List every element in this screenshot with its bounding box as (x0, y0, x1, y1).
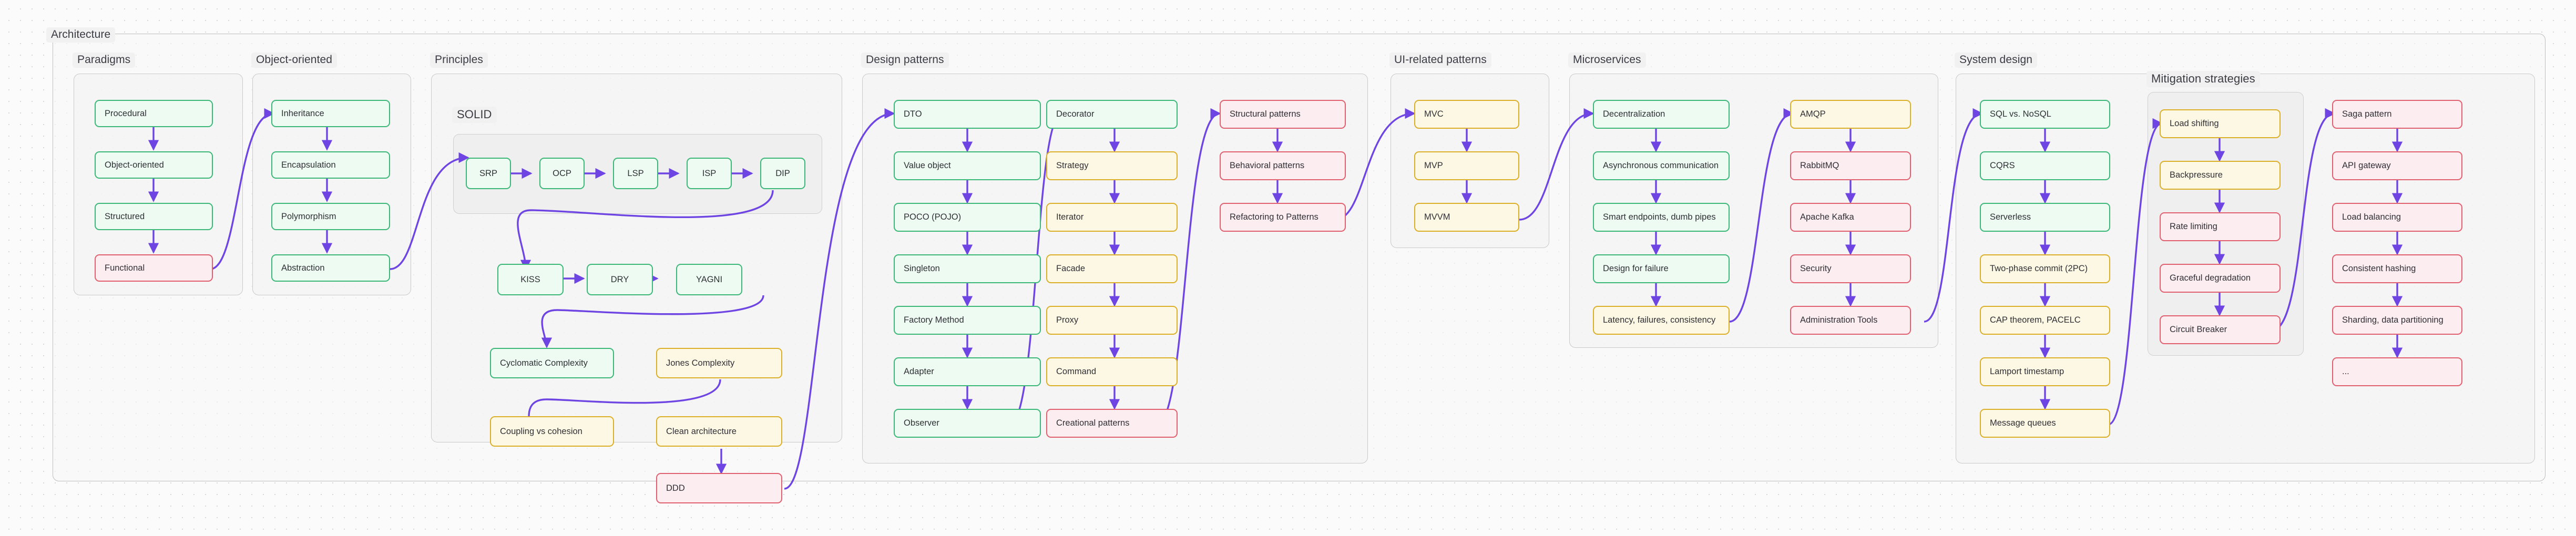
group-label-object-oriented: Object-oriented (251, 53, 338, 68)
node-adapter[interactable]: Adapter (894, 357, 1041, 386)
node-functional[interactable]: Functional (95, 254, 213, 282)
node-decorator[interactable]: Decorator (1046, 100, 1178, 129)
node-load-balancing[interactable]: Load balancing (2332, 203, 2462, 232)
node-security[interactable]: Security (1790, 254, 1911, 283)
node-coupling-vs-cohesion[interactable]: Coupling vs cohesion (490, 416, 614, 447)
node-message-queues[interactable]: Message queues (1980, 409, 2110, 438)
node-mvc[interactable]: MVC (1414, 100, 1519, 129)
node-serverless[interactable]: Serverless (1980, 203, 2110, 232)
node-ddd[interactable]: DDD (656, 473, 782, 503)
node-sharding-data-partitioning[interactable]: Sharding, data partitioning (2332, 306, 2462, 335)
node-load-shifting[interactable]: Load shifting (2160, 109, 2281, 138)
group-label-paradigms: Paradigms (73, 53, 136, 68)
node-singleton[interactable]: Singleton (894, 254, 1041, 283)
node-creational-patterns[interactable]: Creational patterns (1046, 409, 1178, 438)
node-dip[interactable]: DIP (760, 158, 805, 189)
group-label-mitigation-strategies: Mitigation strategies (2146, 71, 2260, 87)
node-refactoring-to-patterns[interactable]: Refactoring to Patterns (1220, 203, 1346, 232)
node-apache-kafka[interactable]: Apache Kafka (1790, 203, 1911, 232)
group-principles (431, 74, 842, 442)
node-clean-architecture[interactable]: Clean architecture (656, 416, 782, 447)
node-design-for-failure[interactable]: Design for failure (1593, 254, 1730, 283)
node-proxy[interactable]: Proxy (1046, 306, 1178, 335)
node-ellipsis[interactable]: ... (2332, 357, 2462, 386)
node-mvvm[interactable]: MVVM (1414, 203, 1519, 232)
node-dto[interactable]: DTO (894, 100, 1041, 129)
node-cap-theorem-pacelc[interactable]: CAP theorem, PACELC (1980, 306, 2110, 335)
node-iterator[interactable]: Iterator (1046, 203, 1178, 232)
group-label-microservices: Microservices (1568, 53, 1646, 68)
node-mvp[interactable]: MVP (1414, 151, 1519, 180)
node-strategy[interactable]: Strategy (1046, 151, 1178, 180)
node-value-object[interactable]: Value object (894, 151, 1041, 180)
node-rabbitmq[interactable]: RabbitMQ (1790, 151, 1911, 180)
node-jones-complexity[interactable]: Jones Complexity (656, 348, 782, 378)
node-srp[interactable]: SRP (466, 158, 511, 189)
node-consistent-hashing[interactable]: Consistent hashing (2332, 254, 2462, 283)
node-behavioral-patterns[interactable]: Behavioral patterns (1220, 151, 1346, 180)
node-isp[interactable]: ISP (687, 158, 732, 189)
node-lamport-timestamp[interactable]: Lamport timestamp (1980, 357, 2110, 386)
group-label-ui-related-patterns: UI-related patterns (1389, 53, 1491, 68)
node-encapsulation[interactable]: Encapsulation (271, 151, 390, 179)
node-polymorphism[interactable]: Polymorphism (271, 203, 390, 230)
node-latency-failures-consistency[interactable]: Latency, failures, consistency (1593, 306, 1730, 335)
node-observer[interactable]: Observer (894, 409, 1041, 438)
node-asynchronous-communication[interactable]: Asynchronous communication (1593, 151, 1730, 180)
node-structured[interactable]: Structured (95, 203, 213, 230)
node-cqrs[interactable]: CQRS (1980, 151, 2110, 180)
node-cyclomatic-complexity[interactable]: Cyclomatic Complexity (490, 348, 614, 378)
node-saga-pattern[interactable]: Saga pattern (2332, 100, 2462, 129)
node-ocp[interactable]: OCP (539, 158, 585, 189)
node-rate-limiting[interactable]: Rate limiting (2160, 212, 2281, 241)
group-label-design-patterns: Design patterns (861, 53, 949, 68)
node-factory-method[interactable]: Factory Method (894, 306, 1041, 335)
node-yagni[interactable]: YAGNI (676, 264, 742, 295)
node-object-oriented[interactable]: Object-oriented (95, 151, 213, 179)
node-amqp[interactable]: AMQP (1790, 100, 1911, 129)
node-structural-patterns[interactable]: Structural patterns (1220, 100, 1346, 129)
node-administration-tools[interactable]: Administration Tools (1790, 306, 1911, 335)
node-inheritance[interactable]: Inheritance (271, 100, 390, 127)
node-smart-endpoints-dumb-pipes[interactable]: Smart endpoints, dumb pipes (1593, 203, 1730, 232)
node-sql-vs-nosql[interactable]: SQL vs. NoSQL (1980, 100, 2110, 129)
node-poco-pojo[interactable]: POCO (POJO) (894, 203, 1041, 232)
node-circuit-breaker[interactable]: Circuit Breaker (2160, 315, 2281, 344)
node-two-phase-commit[interactable]: Two-phase commit (2PC) (1980, 254, 2110, 283)
node-command[interactable]: Command (1046, 357, 1178, 386)
node-facade[interactable]: Facade (1046, 254, 1178, 283)
node-lsp[interactable]: LSP (613, 158, 658, 189)
node-procedural[interactable]: Procedural (95, 100, 213, 127)
node-dry[interactable]: DRY (587, 264, 653, 295)
node-api-gateway[interactable]: API gateway (2332, 151, 2462, 180)
node-kiss[interactable]: KISS (497, 264, 564, 295)
group-label-solid: SOLID (452, 107, 497, 123)
node-backpressure[interactable]: Backpressure (2160, 161, 2281, 190)
group-label-architecture: Architecture (46, 27, 116, 43)
node-graceful-degradation[interactable]: Graceful degradation (2160, 264, 2281, 293)
group-label-principles: Principles (430, 53, 488, 68)
group-label-system-design: System design (1955, 53, 2038, 68)
node-decentralization[interactable]: Decentralization (1593, 100, 1730, 129)
node-abstraction[interactable]: Abstraction (271, 254, 390, 282)
